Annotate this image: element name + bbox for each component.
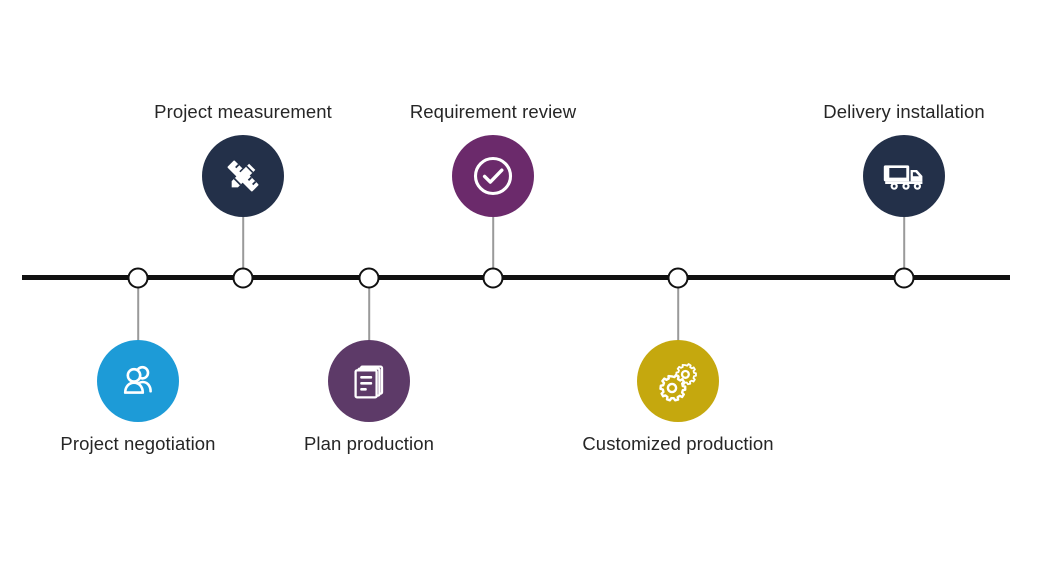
icon-disc-customized-production[interactable] (637, 340, 719, 422)
stem-delivery-installation (903, 216, 905, 270)
icon-disc-delivery-installation[interactable] (863, 135, 945, 217)
step-label-project-negotiation: Project negotiation (60, 433, 216, 454)
icon-disc-plan-production[interactable] (328, 340, 410, 422)
step-label-customized-production: Customized production (582, 433, 774, 454)
timeline-node-customized-production[interactable] (667, 267, 689, 289)
timeline-axis (22, 275, 1010, 280)
stem-plan-production (368, 287, 370, 342)
stem-requirement-review (492, 216, 494, 270)
documents-stack-icon (346, 358, 392, 404)
timeline-node-delivery-installation[interactable] (893, 267, 915, 289)
stem-project-negotiation (137, 287, 139, 342)
step-label-project-measurement: Project measurement (154, 101, 332, 122)
timeline-node-project-negotiation[interactable] (127, 267, 149, 289)
step-label-requirement-review: Requirement review (409, 101, 577, 122)
gears-icon (655, 358, 701, 404)
timeline-node-requirement-review[interactable] (482, 267, 504, 289)
stem-project-measurement (242, 216, 244, 270)
timeline-node-plan-production[interactable] (358, 267, 380, 289)
icon-disc-project-negotiation[interactable] (97, 340, 179, 422)
users-group-icon (115, 358, 161, 404)
pencil-ruler-icon (220, 153, 266, 199)
step-label-plan-production: Plan production (303, 433, 435, 454)
icon-disc-project-measurement[interactable] (202, 135, 284, 217)
stem-customized-production (677, 287, 679, 342)
step-label-delivery-installation: Delivery installation (823, 101, 985, 122)
delivery-truck-icon (881, 153, 927, 199)
icon-disc-requirement-review[interactable] (452, 135, 534, 217)
check-circle-icon (470, 153, 516, 199)
timeline-node-project-measurement[interactable] (232, 267, 254, 289)
